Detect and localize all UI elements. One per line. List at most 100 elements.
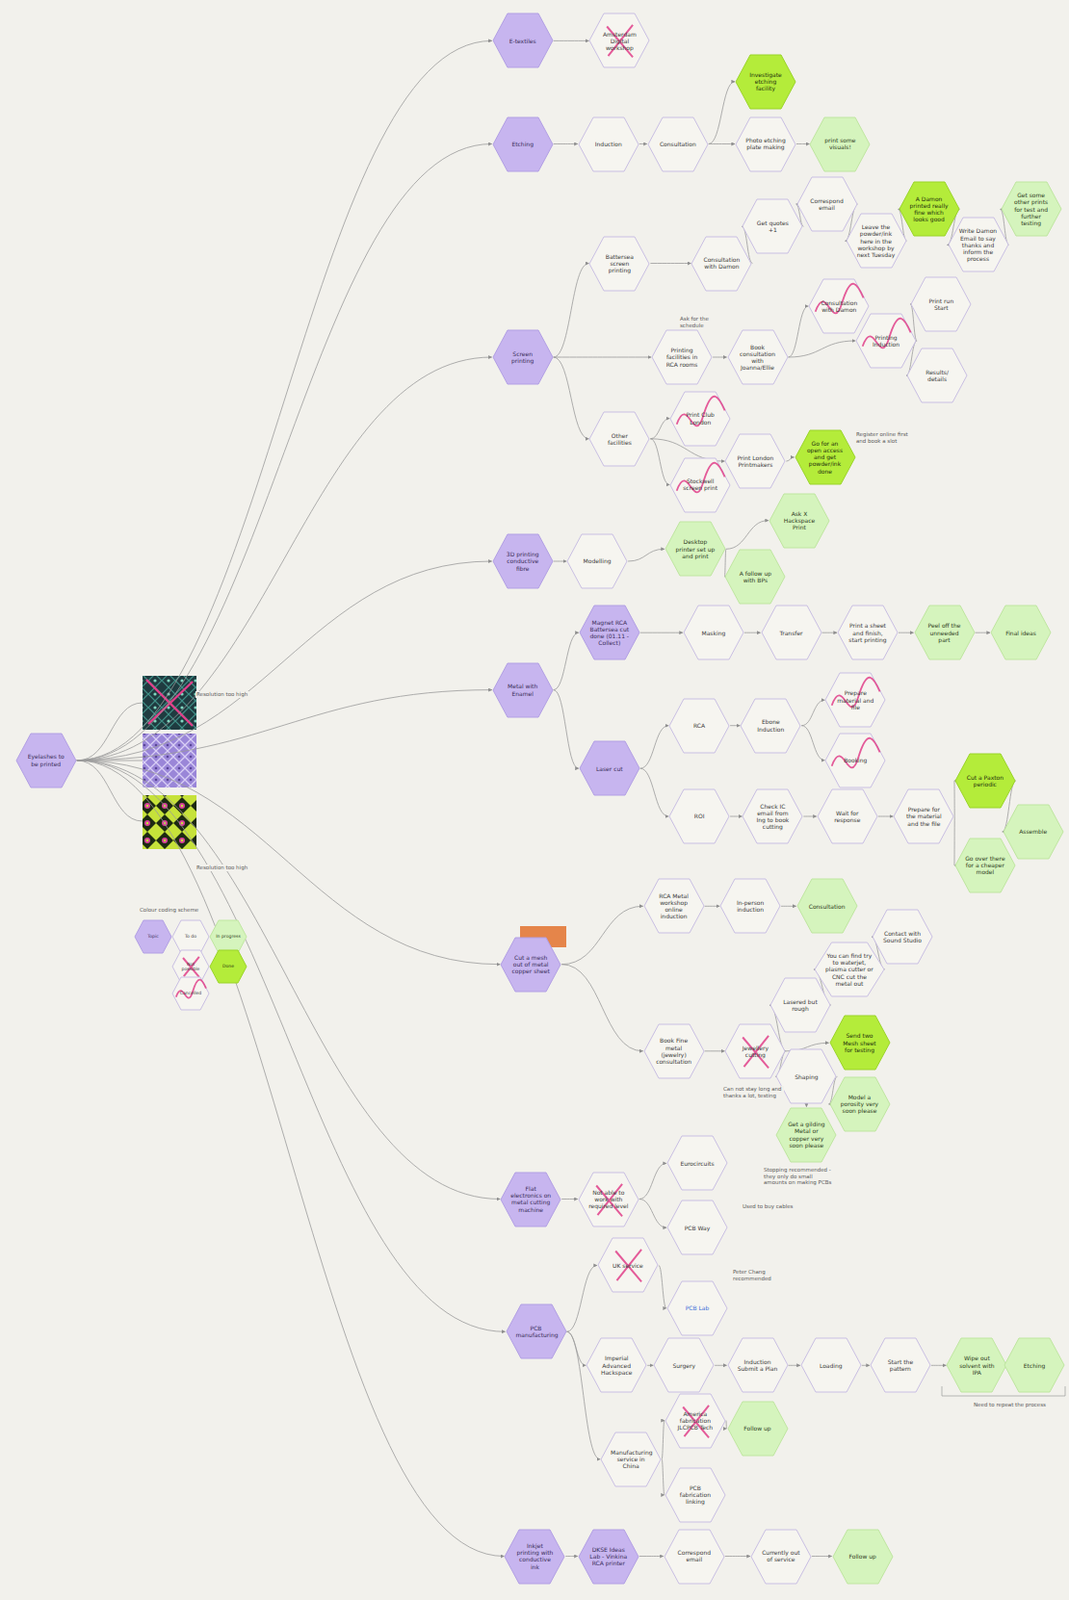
- legend-item: Done: [208, 949, 248, 985]
- node-text: Final ideas: [1000, 629, 1042, 637]
- node-label: Ask X Hackspace Print: [779, 510, 820, 532]
- node-text: Wipe out solvent with IPA: [956, 1355, 997, 1377]
- connector: [878, 816, 894, 818]
- node-text: Consultation: [807, 903, 848, 911]
- node-label: Start the pattern: [880, 1358, 921, 1373]
- node-label: Get a gilding Metal or copper very soon …: [785, 1121, 827, 1149]
- node-text: Prepare for the material and the file: [903, 806, 944, 828]
- topic-hexagon: Magnet RCA Battersea cut done (01.11 - C…: [578, 604, 641, 661]
- step-hexagon: In-person induction: [719, 878, 782, 935]
- node-label: In-person induction: [730, 899, 771, 913]
- node-label: Follow up: [842, 1553, 884, 1561]
- step-hexagon: Print Club London: [669, 391, 731, 447]
- node-text: Send two Mesh sheet for testing: [839, 1032, 881, 1054]
- node-text: RCA Metal workshop online induction: [653, 892, 695, 921]
- node-label: Cut a mesh out of metal copper sheet: [510, 954, 551, 976]
- connector: [898, 632, 914, 634]
- node-label: Etching: [1014, 1362, 1055, 1370]
- node-text: Go over there for a cheaper model: [964, 855, 1006, 877]
- node-label: Model a porosity very soon please: [839, 1094, 881, 1116]
- connector: [639, 143, 648, 145]
- connector: [730, 816, 742, 818]
- node-label: Lasered but rough: [780, 998, 821, 1013]
- node-label: PCB Lab: [677, 1304, 718, 1312]
- node-label: Prepare material and file: [834, 689, 876, 711]
- node-label: Eurocircuits: [677, 1160, 718, 1168]
- node-label: Imperial Advanced Hackspace: [596, 1355, 637, 1377]
- connector: [725, 1556, 751, 1558]
- node-text: Print London Printmakers: [734, 454, 776, 469]
- node-label: Printing facilities in RCA rooms: [661, 346, 703, 368]
- pattern-image: [142, 795, 197, 850]
- node-text: Model a porosity very soon please: [839, 1094, 881, 1116]
- topic-hexagon: Eyelashes to be printed: [15, 732, 78, 789]
- note-label: Ask for the schedule: [678, 315, 724, 329]
- node-text: DKSE Ideas Lab - Vinkina RCA printer: [588, 1546, 629, 1568]
- node-text: Print Club London: [679, 411, 721, 425]
- node-text: Prepare material and file: [834, 689, 876, 711]
- connector: [553, 263, 590, 359]
- node-text: Currently out of service: [760, 1549, 802, 1564]
- node-text: Investigate etching facility: [745, 71, 786, 93]
- connector: [627, 548, 665, 562]
- note-label: Resolution too high: [195, 864, 249, 872]
- node-text: Eurocircuits: [677, 1160, 718, 1168]
- step-hexagon: Print run Start: [910, 276, 972, 333]
- connector: [725, 1421, 728, 1431]
- connector: [781, 906, 797, 908]
- note-label: Register online first and book a slot: [855, 431, 917, 444]
- node-label: Booking: [834, 756, 876, 764]
- node-label: Book consultation with Joanna/Ellie: [737, 343, 779, 372]
- step-hexagon: Write Damon Email to say thanks and info…: [947, 216, 1010, 273]
- leader-line: [198, 695, 203, 869]
- node-text: Modelling: [576, 557, 618, 565]
- node-text: Get a gilding Metal or copper very soon …: [785, 1121, 827, 1149]
- node-text: Eyelashes to be printed: [26, 753, 67, 767]
- node-text: Start the pattern: [880, 1358, 921, 1373]
- node-text: Lasered but rough: [780, 998, 821, 1013]
- node-text: Correspond email: [674, 1549, 715, 1564]
- node-label: Ebone Induction: [750, 718, 791, 732]
- node-text: PCB manufacturing: [516, 1325, 557, 1339]
- node-label: Induction Submit a Plan: [737, 1358, 779, 1373]
- node-label: Peel off the unneeded part: [924, 622, 965, 644]
- node-text: PCB Way: [677, 1225, 718, 1232]
- connector: [639, 1199, 667, 1229]
- connector: [77, 561, 493, 761]
- step-hexagon: Transfer: [760, 604, 823, 661]
- connector: [553, 357, 590, 440]
- node-text: Magnet RCA Battersea cut done (01.11 - C…: [589, 619, 630, 648]
- topic-hexagon: PCB manufacturing: [505, 1303, 568, 1360]
- step-hexagon: Consultation: [647, 116, 709, 173]
- connector: [661, 1460, 665, 1496]
- connector: [861, 1365, 870, 1367]
- note-label: Peter Chang recommended: [731, 1269, 792, 1282]
- connector: [714, 1365, 727, 1367]
- step-hexagon: UK service: [597, 1237, 659, 1294]
- step-hexagon: A follow up with BPs: [724, 548, 786, 605]
- connector: [806, 1104, 808, 1107]
- pattern-links: [77, 703, 143, 822]
- node-label: Book Fine metal (jewelry) consultation: [653, 1037, 695, 1066]
- step-hexagon: Currently out of service: [750, 1529, 812, 1586]
- node-text: Stockwell screen print: [679, 477, 721, 492]
- node-text: Get some other prints for test and furth…: [1011, 191, 1052, 227]
- connector: [931, 1365, 947, 1367]
- node-label: Jewellery cutting: [734, 1044, 776, 1059]
- node-label: Etching: [502, 140, 544, 148]
- node-text: Book consultation with Joanna/Ellie: [737, 343, 779, 372]
- step-hexagon: You can find try to waterjet, plasma cut…: [813, 941, 886, 998]
- node-text: PCB fabrication linking: [675, 1485, 716, 1507]
- step-hexagon: Masking: [682, 604, 745, 661]
- node-label: Cut a Paxton periodic: [964, 774, 1006, 788]
- node-text: Not able to work with required level: [588, 1189, 629, 1211]
- step-hexagon: Etching: [1003, 1337, 1066, 1394]
- node-label: E-textiles: [502, 37, 544, 45]
- step-hexagon: Final ideas: [990, 604, 1052, 661]
- connector: [77, 760, 501, 965]
- node-label: Correspond email: [807, 197, 848, 211]
- node-text: Print run Start: [920, 297, 962, 312]
- node-label: Amsterdam Digital workshop: [599, 30, 640, 53]
- connector: [822, 632, 838, 634]
- connector: [975, 632, 991, 634]
